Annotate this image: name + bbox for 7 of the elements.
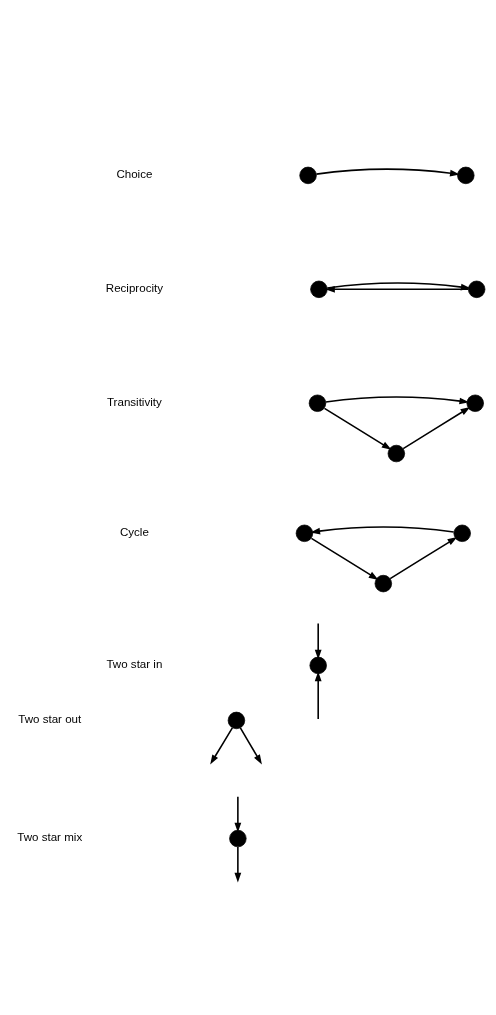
label: Choice xyxy=(116,167,153,180)
label: Two star in xyxy=(106,657,163,670)
label: Cycle xyxy=(119,525,149,538)
label: Transitivity xyxy=(106,395,162,408)
label: Reciprocity xyxy=(105,281,163,294)
label: Two star out xyxy=(18,712,82,725)
label: Two star mix xyxy=(17,830,83,843)
